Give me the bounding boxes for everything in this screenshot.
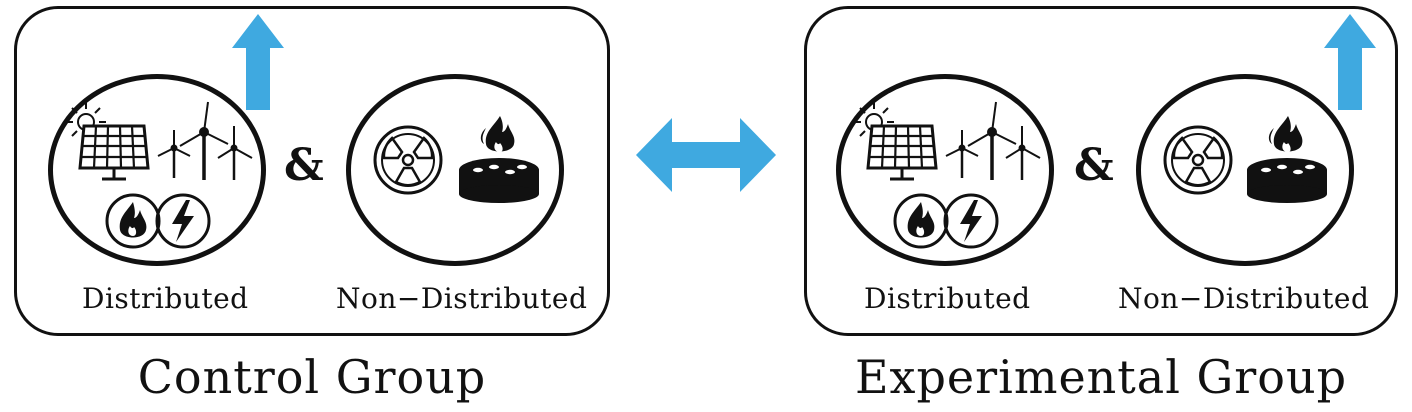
double-arrow-icon [636, 118, 776, 192]
radiation-icon [1163, 125, 1233, 195]
radiation-icon [373, 125, 443, 195]
fire-pit-icon [459, 116, 539, 203]
distributed-label: Distributed [82, 282, 249, 315]
lightning-icon [155, 193, 211, 249]
flame-icon [105, 193, 161, 249]
ampersand: & [1074, 140, 1114, 191]
non-distributed-label: Non−Distributed [336, 282, 588, 315]
flame-icon [893, 193, 949, 249]
experimental-group-title: Experimental Group [854, 350, 1348, 404]
control-group-title: Control Group [137, 350, 487, 404]
lightning-icon [943, 193, 999, 249]
solar-panel-icon [78, 124, 150, 181]
increase-arrow-icon [1324, 14, 1376, 110]
non-distributed-label: Non−Distributed [1118, 282, 1370, 315]
wind-turbine-icon [157, 101, 253, 180]
fire-pit-icon [1247, 116, 1327, 203]
distributed-circle [836, 74, 1054, 266]
wind-turbine-icon [945, 101, 1041, 180]
ampersand: & [284, 140, 324, 191]
solar-panel-icon [866, 124, 938, 181]
distributed-label: Distributed [864, 282, 1031, 315]
increase-arrow-icon [232, 14, 284, 110]
